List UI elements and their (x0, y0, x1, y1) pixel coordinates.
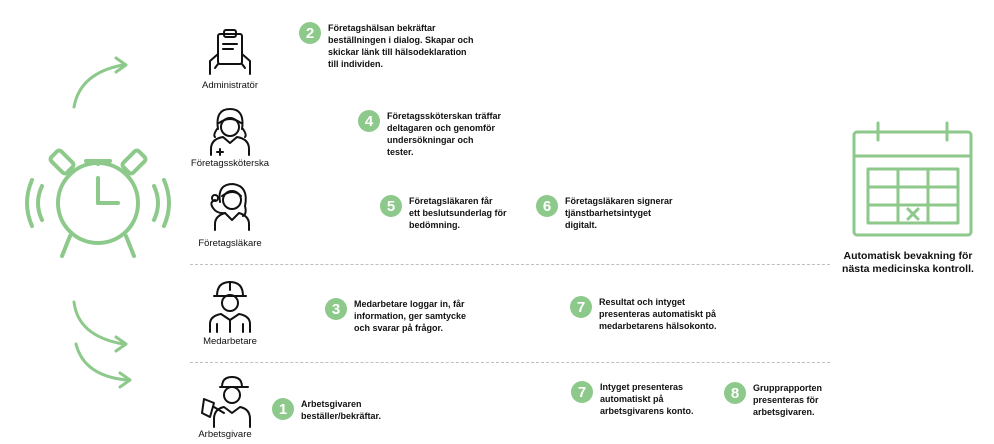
role-label-nurse: Företagssköterska (190, 158, 270, 169)
step-number: 2 (299, 22, 321, 44)
step-text: Resultat och intyget presenteras automat… (599, 297, 717, 331)
step-text: Arbetsgivaren beställer/bekräftar. (301, 399, 382, 421)
step-8: 8 Grupprapporten presenteras för arbetsg… (724, 382, 822, 418)
curved-arrow-icon (74, 342, 132, 389)
step-text: Grupprapporten presenteras för arbetsgiv… (753, 383, 822, 417)
curved-arrow-icon (72, 56, 128, 109)
role-label-employer: Arbetsgivare (198, 429, 252, 440)
step-text: Företagssköterskan träffar deltagaren oc… (387, 111, 502, 157)
step-text: Intyget presenteras automatiskt på arbet… (600, 382, 694, 416)
section-divider (190, 362, 830, 363)
alarm-clock-icon (25, 148, 171, 258)
curved-arrow-icon (72, 300, 128, 353)
step-text: Företagshälsan bekräftar beställningen i… (328, 23, 474, 69)
calendar-icon (852, 121, 973, 237)
step-7-employer: 7 Intyget presenteras automatiskt på arb… (571, 381, 694, 417)
step-number: 6 (536, 195, 558, 217)
doctor-icon (210, 183, 250, 231)
step-number: 3 (325, 298, 347, 320)
step-4: 4 Företagssköterskan träffar deltagaren … (358, 110, 501, 158)
step-7-employee: 7 Resultat och intyget presenteras autom… (570, 296, 717, 332)
worker-helmet-icon (209, 281, 251, 333)
section-divider (190, 264, 830, 265)
step-text: Företagsläkaren får ett beslutsunderlag … (409, 196, 507, 230)
step-number: 1 (272, 398, 294, 420)
step-number: 5 (380, 195, 402, 217)
step-number: 7 (571, 381, 593, 403)
role-label-employee: Medarbetare (203, 336, 257, 347)
calendar-caption: Automatisk bevakning för nästa medicinsk… (842, 250, 974, 275)
step-2: 2 Företagshälsan bekräftar beställningen… (299, 22, 474, 70)
step-number: 4 (358, 110, 380, 132)
nurse-icon (210, 108, 250, 156)
step-1: 1 Arbetsgivaren beställer/bekräftar. (272, 398, 381, 422)
employer-cap-icon (201, 376, 251, 428)
role-label-admin: Administratör (202, 80, 258, 91)
step-text: Medarbetare loggar in, får information, … (354, 299, 467, 333)
step-3: 3 Medarbetare loggar in, får information… (325, 298, 466, 334)
role-label-doctor: Företagsläkare (198, 238, 262, 249)
step-5: 5 Företagsläkaren får ett beslutsunderla… (380, 195, 507, 231)
step-number: 8 (724, 382, 746, 404)
clipboard-hands-icon (209, 29, 251, 75)
step-number: 7 (570, 296, 592, 318)
step-text: Företagsläkaren signerar tjänstbarhetsin… (565, 196, 673, 230)
step-6: 6 Företagsläkaren signerar tjänstbarhets… (536, 195, 673, 231)
